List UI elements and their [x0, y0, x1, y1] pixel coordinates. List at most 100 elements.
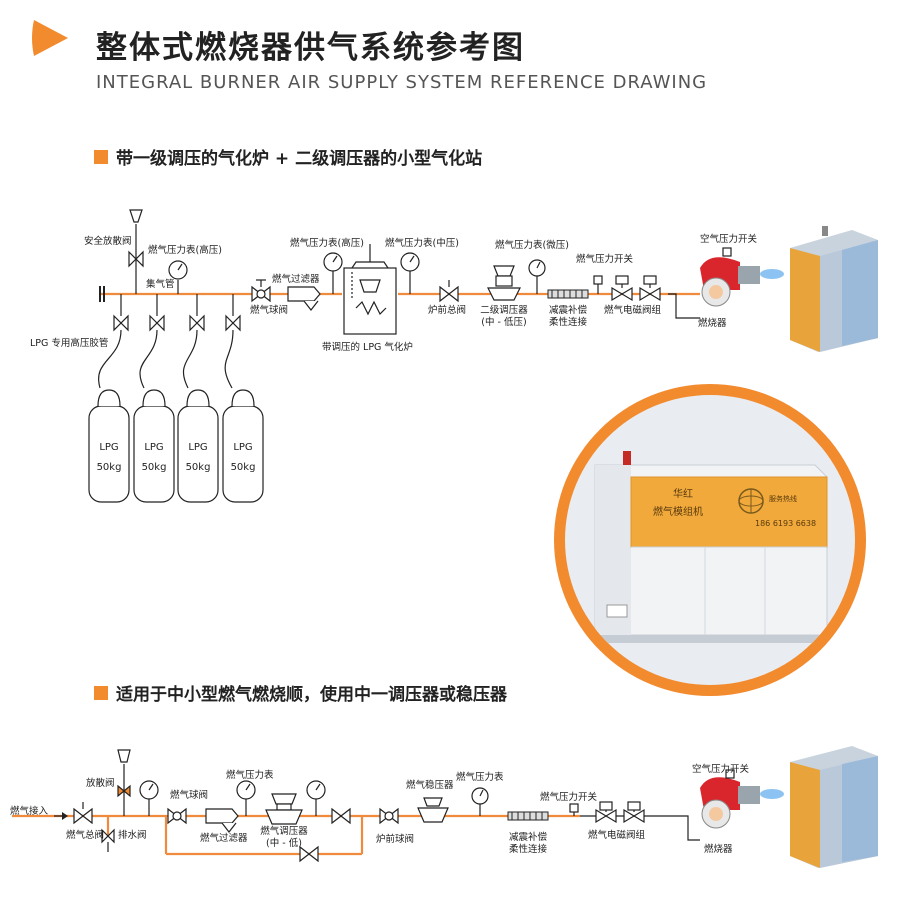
pressure-gauge-icon	[168, 260, 188, 294]
solenoid-valve-icon	[611, 275, 633, 302]
label-regulator2-sub: (中 - 低压)	[481, 317, 527, 328]
play-logo-icon	[32, 20, 68, 56]
main-valve-icon	[439, 280, 459, 303]
label-filter: 燃气过滤器	[272, 274, 320, 285]
cylinder-1-gas: LPG	[99, 442, 119, 453]
label-gauge-high: 燃气压力表(高压)	[148, 245, 222, 256]
air-pressure-switch-icon	[722, 247, 732, 257]
product-brand: 华红	[673, 489, 693, 500]
boiler-unit	[790, 746, 878, 868]
label-air-switch2: 空气压力开关	[692, 764, 750, 775]
product-phone: 186 6193 6638	[755, 519, 817, 528]
label-gauge3: 燃气压力表	[456, 772, 504, 783]
air-pressure-switch-icon	[725, 769, 735, 779]
main-valve-icon	[73, 802, 93, 825]
filter-icon	[287, 286, 321, 311]
safety-valve-icon	[128, 209, 144, 294]
boiler-unit	[790, 226, 878, 352]
label-gauge2: 燃气压力表	[226, 770, 274, 781]
label-front-ball-valve: 炉前球阀	[376, 834, 415, 845]
vent-valve-icon	[117, 749, 131, 816]
cylinder-2-gas: LPG	[144, 442, 164, 453]
ball-valve-icon	[251, 279, 271, 303]
label-regulator-sub: (中 - 低)	[266, 838, 302, 849]
label-ball-valve: 燃气球阀	[250, 305, 289, 316]
lpg-cylinder	[177, 389, 219, 503]
label-burner: 燃烧器	[698, 318, 727, 329]
pressure-gauge-icon	[139, 780, 159, 816]
pressure-gauge-icon	[236, 780, 256, 816]
pressure-gauge-icon	[471, 787, 489, 816]
label-drain-valve: 排水阀	[118, 830, 147, 841]
pressure-gauge-icon	[306, 780, 326, 816]
cylinder-valve-icon	[182, 294, 205, 389]
label-air-switch: 空气压力开关	[700, 234, 758, 245]
lpg-cylinder	[88, 389, 130, 503]
label-regulator: 燃气调压器	[260, 826, 308, 837]
pressure-gauge-icon	[323, 252, 343, 294]
cylinder-4-weight: 50kg	[230, 462, 256, 473]
label-pressure-switch2: 燃气压力开关	[540, 792, 598, 803]
product-name: 燃气模组机	[653, 507, 703, 518]
label-burner2: 燃烧器	[704, 844, 733, 855]
lpg-cylinder	[133, 389, 175, 503]
burner-icon	[700, 257, 784, 307]
damper-icon	[507, 811, 549, 821]
label-gas-inlet: 燃气接入	[10, 806, 49, 817]
label-main-valve2: 燃气总阀	[66, 830, 105, 841]
label-solenoid-group: 燃气电磁阀组	[604, 305, 662, 316]
cylinder-2-weight: 50kg	[141, 462, 167, 473]
vaporizer-unit	[343, 244, 397, 335]
cylinder-1-weight: 50kg	[96, 462, 122, 473]
cylinder-valve-icon	[224, 294, 241, 389]
label-safety-valve: 安全放散阀	[84, 236, 132, 247]
label-gauge-high2: 燃气压力表(高压)	[290, 238, 364, 249]
label-damper2: 减震补偿	[508, 832, 547, 843]
label-pressure-switch: 燃气压力开关	[576, 254, 634, 265]
stabilizer-icon	[417, 797, 449, 823]
label-damper2-sub: 柔性连接	[508, 844, 547, 855]
cylinder-4-gas: LPG	[233, 442, 253, 453]
solenoid-valve-icon	[623, 801, 645, 824]
label-gauge-micro: 燃气压力表(微压)	[495, 240, 569, 251]
section1-marker	[94, 150, 108, 164]
pressure-gauge-icon	[400, 252, 420, 294]
damper-icon	[547, 289, 589, 299]
section1-heading: 带一级调压的气化炉 + 二级调压器的小型气化站	[116, 149, 483, 169]
bypass-valve-icon	[299, 845, 319, 863]
label-solenoid-group2: 燃气电磁阀组	[588, 830, 646, 841]
cylinder-valve-icon	[139, 294, 165, 389]
product-photo: 华红 燃气模组机 服务热线 186 6193 6638	[565, 395, 855, 685]
filter-icon	[205, 808, 239, 833]
label-stabilizer: 燃气稳压器	[406, 780, 454, 791]
page-title: 整体式燃烧器供气系统参考图	[96, 30, 525, 66]
section2-heading: 适用于中小型燃气燃烧顺，使用中一调压器或稳压器	[116, 685, 507, 705]
burner-icon	[700, 777, 784, 829]
gas-module-machine	[594, 451, 828, 643]
label-manifold: 集气管	[146, 279, 175, 290]
section1-diagram	[88, 209, 878, 503]
label-vent-valve: 放散阀	[86, 778, 115, 789]
ball-valve-icon	[167, 807, 187, 825]
cylinder-valve-icon	[98, 294, 129, 389]
drain-valve-icon	[101, 828, 115, 852]
label-ball-valve2: 燃气球阀	[170, 790, 209, 801]
label-damper-sub: 柔性连接	[548, 317, 587, 328]
regulator-icon	[265, 793, 303, 825]
regulator-icon	[487, 265, 521, 301]
label-main-valve: 炉前总阀	[428, 305, 467, 316]
solenoid-valve-icon	[639, 275, 661, 302]
lpg-cylinder	[222, 389, 264, 503]
cylinder-3-weight: 50kg	[185, 462, 211, 473]
label-gauge-mid: 燃气压力表(中压)	[385, 238, 459, 249]
label-lpg-hose: LPG 专用高压胶管	[30, 338, 109, 349]
label-damper: 减震补偿	[548, 305, 587, 316]
ball-valve-icon	[331, 807, 351, 825]
pressure-gauge-icon	[528, 259, 546, 294]
page-subtitle: INTEGRAL BURNER AIR SUPPLY SYSTEM REFERE…	[96, 72, 708, 93]
pressure-switch-icon	[569, 803, 579, 816]
front-ball-valve-icon	[379, 807, 399, 825]
section2-marker	[94, 686, 108, 700]
cylinder-3-gas: LPG	[188, 442, 208, 453]
label-filter2: 燃气过滤器	[200, 833, 248, 844]
